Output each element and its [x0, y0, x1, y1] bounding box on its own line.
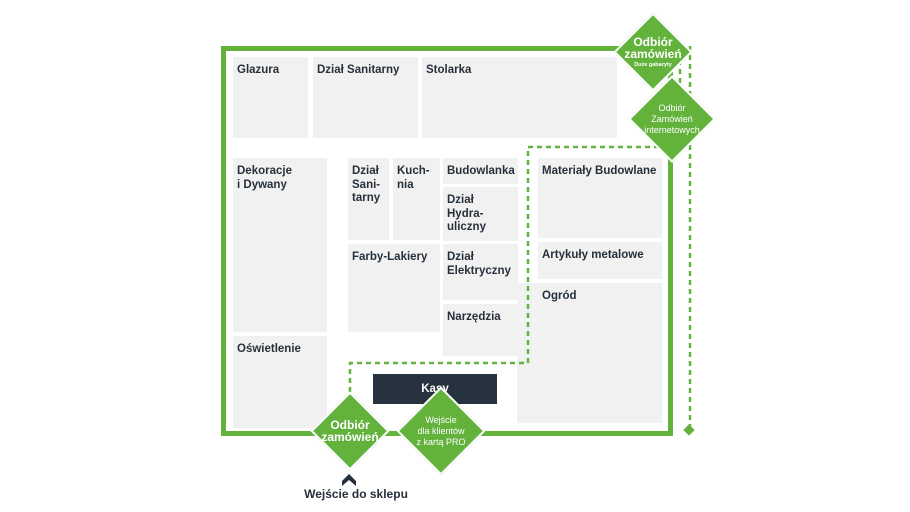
- department-label: Dział Sani- tarny: [352, 165, 381, 204]
- department-label: Dział Hydra- uliczny: [447, 194, 486, 233]
- department-budowlanka: Budowlanka: [443, 158, 518, 184]
- department-ogrod: Ogród: [517, 283, 662, 423]
- department-label: Artykuły metalowe: [542, 249, 644, 261]
- department-label: Dział Elektryczny: [447, 251, 511, 277]
- department-dekoracje-i-dywany: Dekoracje i Dywany: [233, 158, 327, 332]
- pickup-large-items-title: Odbiór zamówień: [624, 34, 682, 61]
- department-dzial-elektryczny: Dział Elektryczny: [443, 244, 518, 300]
- department-label: Oświetlenie: [237, 343, 301, 355]
- pro-card-entrance-title: Wejście dla klientów z kartą PRO: [416, 414, 466, 447]
- department-stolarka: Stolarka: [422, 57, 617, 138]
- department-label: Farby-Lakiery: [352, 251, 428, 263]
- department-label: Stolarka: [426, 64, 472, 76]
- department-label: Dział Sanitarny: [317, 64, 400, 76]
- department-glazura: Glazura: [233, 57, 308, 138]
- department-farby-lakiery: Farby-Lakiery: [348, 244, 440, 332]
- department-label: Kuch- nia: [397, 165, 430, 191]
- department-narzedzia: Narzędzia: [443, 304, 518, 356]
- pickup-online-orders: Odbiór Zamówień internetowych: [626, 74, 718, 164]
- chevron-up-icon: [342, 474, 356, 486]
- pickup-large-items-subtitle: Duże gabaryty: [634, 61, 672, 68]
- department-artykuly-metalowe: Artykuły metalowe: [538, 242, 662, 279]
- department-label: Narzędzia: [447, 311, 501, 323]
- pickup-orders-front-title: Odbiór zamówień: [321, 417, 379, 444]
- department-kuchnia: Kuch- nia: [393, 158, 440, 240]
- pro-card-entrance: Wejście dla klientów z kartą PRO: [396, 385, 486, 477]
- department-oswietlenie: Oświetlenie: [233, 336, 327, 428]
- department-label: Budowlanka: [447, 165, 515, 177]
- pickup-large-items: Odbiór zamówień Duże gabaryty: [613, 12, 693, 92]
- department-dzial-hydrauliczny: Dział Hydra- uliczny: [443, 187, 518, 241]
- department-label: Dekoracje i Dywany: [237, 165, 292, 191]
- store-entrance-label: Wejście do sklepu: [304, 487, 408, 501]
- department-label: Materiały Budowlane: [542, 165, 657, 177]
- department-dzial-sanitarny: Dział Sanitarny: [313, 57, 418, 138]
- department-label: Ogród: [542, 290, 577, 302]
- department-materialy-budowlane: Materiały Budowlane: [538, 158, 662, 238]
- pickup-orders-front: Odbiór zamówień: [310, 391, 390, 471]
- pickup-online-orders-title: Odbiór Zamówień internetowych: [644, 102, 700, 135]
- department-label: Glazura: [237, 64, 280, 76]
- route-end-marker: [683, 424, 695, 436]
- department-dzial-sanitarny-small: Dział Sani- tarny: [348, 158, 389, 240]
